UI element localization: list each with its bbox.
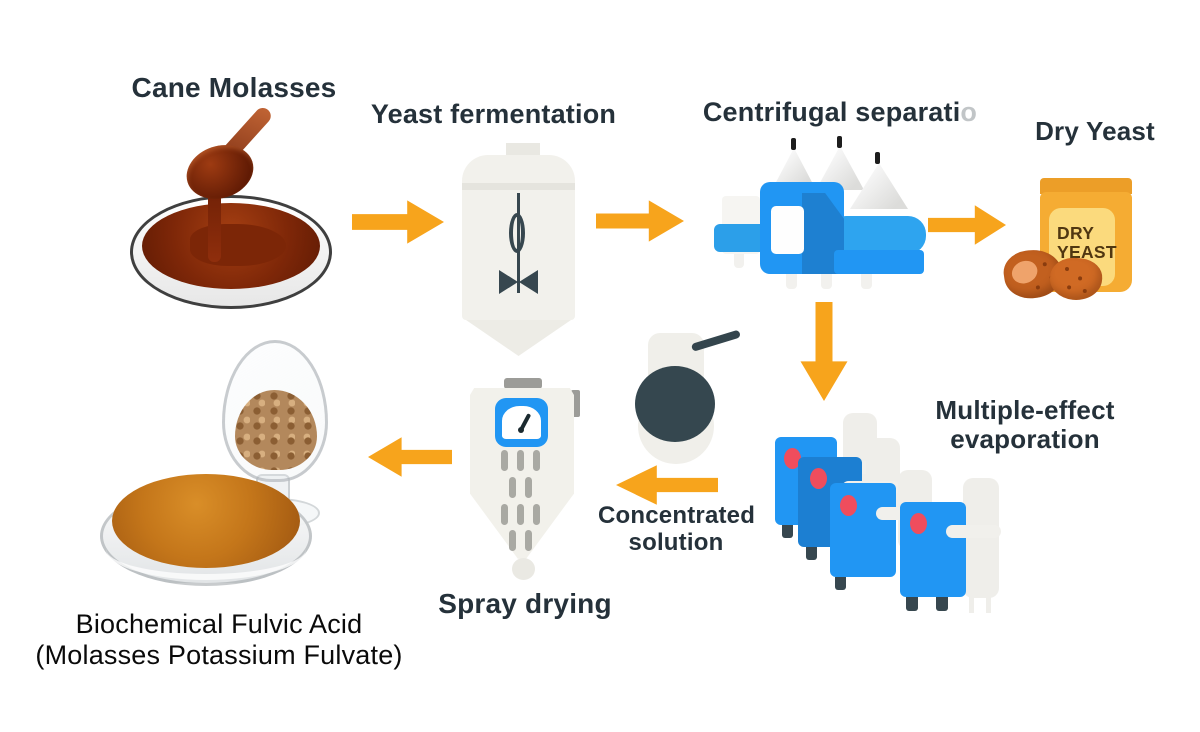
label-dry-yeast: Dry Yeast: [1035, 116, 1155, 146]
tank-top-knob: [506, 143, 540, 157]
dish-front-rim: [106, 518, 306, 580]
label-centrifugal-cutoff: o: [960, 97, 978, 127]
pot-handle-icon: [690, 329, 741, 352]
evaporator-pipe-4: [946, 525, 1001, 538]
cane-molasses-photo: [122, 100, 334, 318]
dryer-slot: [517, 504, 524, 525]
label-final-product: Biochemical Fulvic Acid (Molasses Potass…: [28, 609, 410, 671]
evaporator-box-4: [900, 502, 966, 597]
dryer-slot: [533, 504, 540, 525]
evaporator-dot-4: [910, 513, 927, 534]
yeast-speck: [1082, 288, 1087, 294]
dryer-side-knob: [571, 390, 580, 417]
centrifuge-left-leg: [734, 254, 744, 268]
label-concentrated-line2: solution: [628, 529, 724, 556]
yeast-speck: [1077, 276, 1083, 281]
package-crimp-top: [1040, 178, 1132, 194]
powder-dish-photo: [100, 470, 316, 592]
label-product-line2: (Molasses Potassium Fulvate): [35, 640, 403, 670]
arrow-right-centrifuge-to-dryyeast-icon: [928, 205, 1006, 245]
stirrer-loop: [509, 213, 525, 253]
pot-dark-lid-icon: [635, 366, 715, 442]
dryer-slot: [501, 504, 508, 525]
centrifuge-leg-3: [861, 274, 872, 289]
yeast-speck: [1042, 262, 1048, 267]
evaporator-foot-1: [782, 525, 793, 538]
molasses-splash-icon: [190, 224, 286, 266]
centrifuge-antenna-3: [875, 152, 880, 164]
dryer-top-knob: [504, 378, 542, 389]
label-concentrated-line1: Concentrated: [598, 502, 756, 529]
label-concentrated-solution: Concentrated solution: [598, 502, 756, 556]
label-yeast-fermentation: Yeast fermentation: [370, 99, 617, 129]
centrifuge-icon: [712, 136, 927, 296]
tank-cone-bottom: [466, 320, 571, 356]
centrifuge-antenna-2: [837, 136, 842, 148]
dryer-slot: [525, 530, 532, 551]
gauge-hub: [518, 427, 524, 433]
centrifuge-right-bar-low: [834, 250, 924, 274]
granule-flask-photo: [218, 338, 340, 540]
evaporator-foot-3: [835, 577, 846, 590]
label-spray-drying: Spray drying: [438, 588, 612, 619]
dry-yeast-package-icon: DRY YEAST: [1000, 158, 1158, 303]
molasses-drip-icon: [208, 182, 221, 262]
yeast-lump-1-cut: [1008, 256, 1041, 288]
label-multiple-effect-evaporation: Multiple-effect evaporation: [930, 396, 1120, 454]
tank-band: [462, 183, 575, 190]
evaporators-icon: [770, 405, 1010, 620]
centrifuge-antenna-1: [791, 138, 796, 150]
yeast-speck: [1066, 285, 1072, 290]
evaporator-column-4-prong-2: [986, 595, 991, 613]
dryer-nozzle: [512, 558, 535, 580]
label-centrifugal-visible: Centrifugal separati: [702, 97, 961, 127]
spray-dryer-icon: [468, 374, 586, 588]
dryer-slot: [517, 450, 524, 471]
concentration-pot-icon: [630, 328, 750, 468]
evaporator-column-4-prong-1: [969, 595, 974, 613]
flask-granules: [235, 390, 317, 470]
arrow-right-molasses-to-fermentation-icon: [352, 200, 444, 244]
centrifuge-leg-2: [821, 274, 832, 289]
label-evaporation-line1: Multiple-effect: [935, 395, 1115, 425]
fermentation-tank-icon: [462, 143, 578, 358]
label-evaporation-line2: evaporation: [950, 424, 1100, 454]
yeast-speck: [1035, 285, 1041, 290]
evaporator-dot-2: [810, 468, 827, 489]
evaporator-foot-4b: [936, 597, 948, 611]
evaporator-foot-2: [806, 547, 817, 560]
arrow-down-centrifuge-to-evaporation-icon: [800, 302, 848, 401]
centrifuge-cone-1: [774, 148, 814, 186]
package-label-text: DRY YEAST: [1057, 223, 1117, 262]
centrifuge-leg-1: [786, 274, 797, 289]
dryer-slot: [509, 477, 516, 498]
centrifuge-panel: [771, 206, 804, 254]
dryer-slot: [509, 530, 516, 551]
dryer-gauge-icon: [495, 398, 548, 447]
package-label-line1: DRY: [1057, 223, 1095, 243]
centrifuge-right-bar-top: [828, 216, 926, 254]
dryer-slot: [533, 450, 540, 471]
label-product-line1: Biochemical Fulvic Acid: [75, 609, 363, 639]
dryer-slot: [525, 477, 532, 498]
arrow-left-evaporation-to-spraydrying-icon: [616, 465, 718, 505]
evaporator-dot-3: [840, 495, 857, 516]
evaporator-foot-4a: [906, 597, 918, 611]
evaporator-column-4: [963, 478, 999, 598]
label-cane-molasses: Cane Molasses: [131, 72, 337, 103]
evaporator-dot-1: [784, 448, 801, 469]
dryer-slot: [501, 450, 508, 471]
evaporator-box-3: [830, 483, 896, 577]
yeast-speck: [1064, 266, 1070, 272]
label-centrifugal-separation: Centrifugal separatio: [690, 97, 990, 128]
arrow-left-spraydrying-to-product-icon: [368, 437, 452, 477]
arrow-right-fermentation-to-centrifuge-icon: [596, 200, 684, 242]
